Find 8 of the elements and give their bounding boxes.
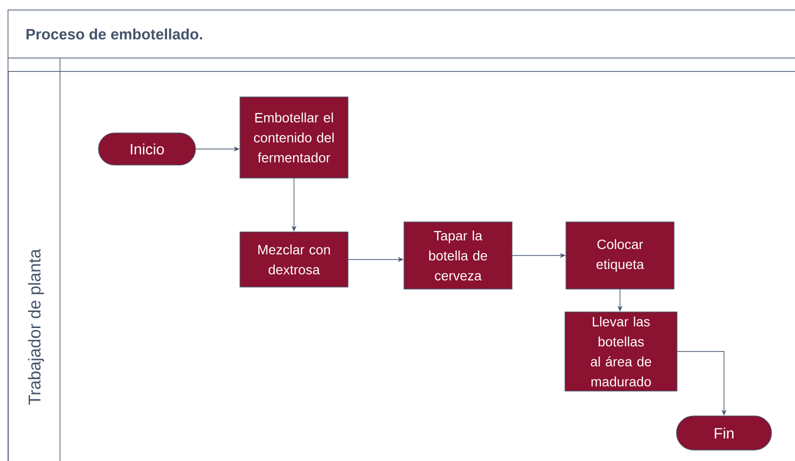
process-box: Colocar etiqueta	[566, 222, 674, 290]
process-box: Llevar las botellas al área de madurado	[564, 312, 678, 392]
terminal-pill: Inicio	[98, 132, 196, 166]
terminal-pill: Fin	[676, 416, 772, 450]
title: Proceso de embotellado.	[26, 28, 202, 40]
process-box: Tapar la botella de cerveza	[404, 222, 512, 290]
process-box: Embotellar el contenido del fermentador	[240, 96, 348, 178]
process-box: Mezclar con dextrosa	[240, 232, 348, 288]
